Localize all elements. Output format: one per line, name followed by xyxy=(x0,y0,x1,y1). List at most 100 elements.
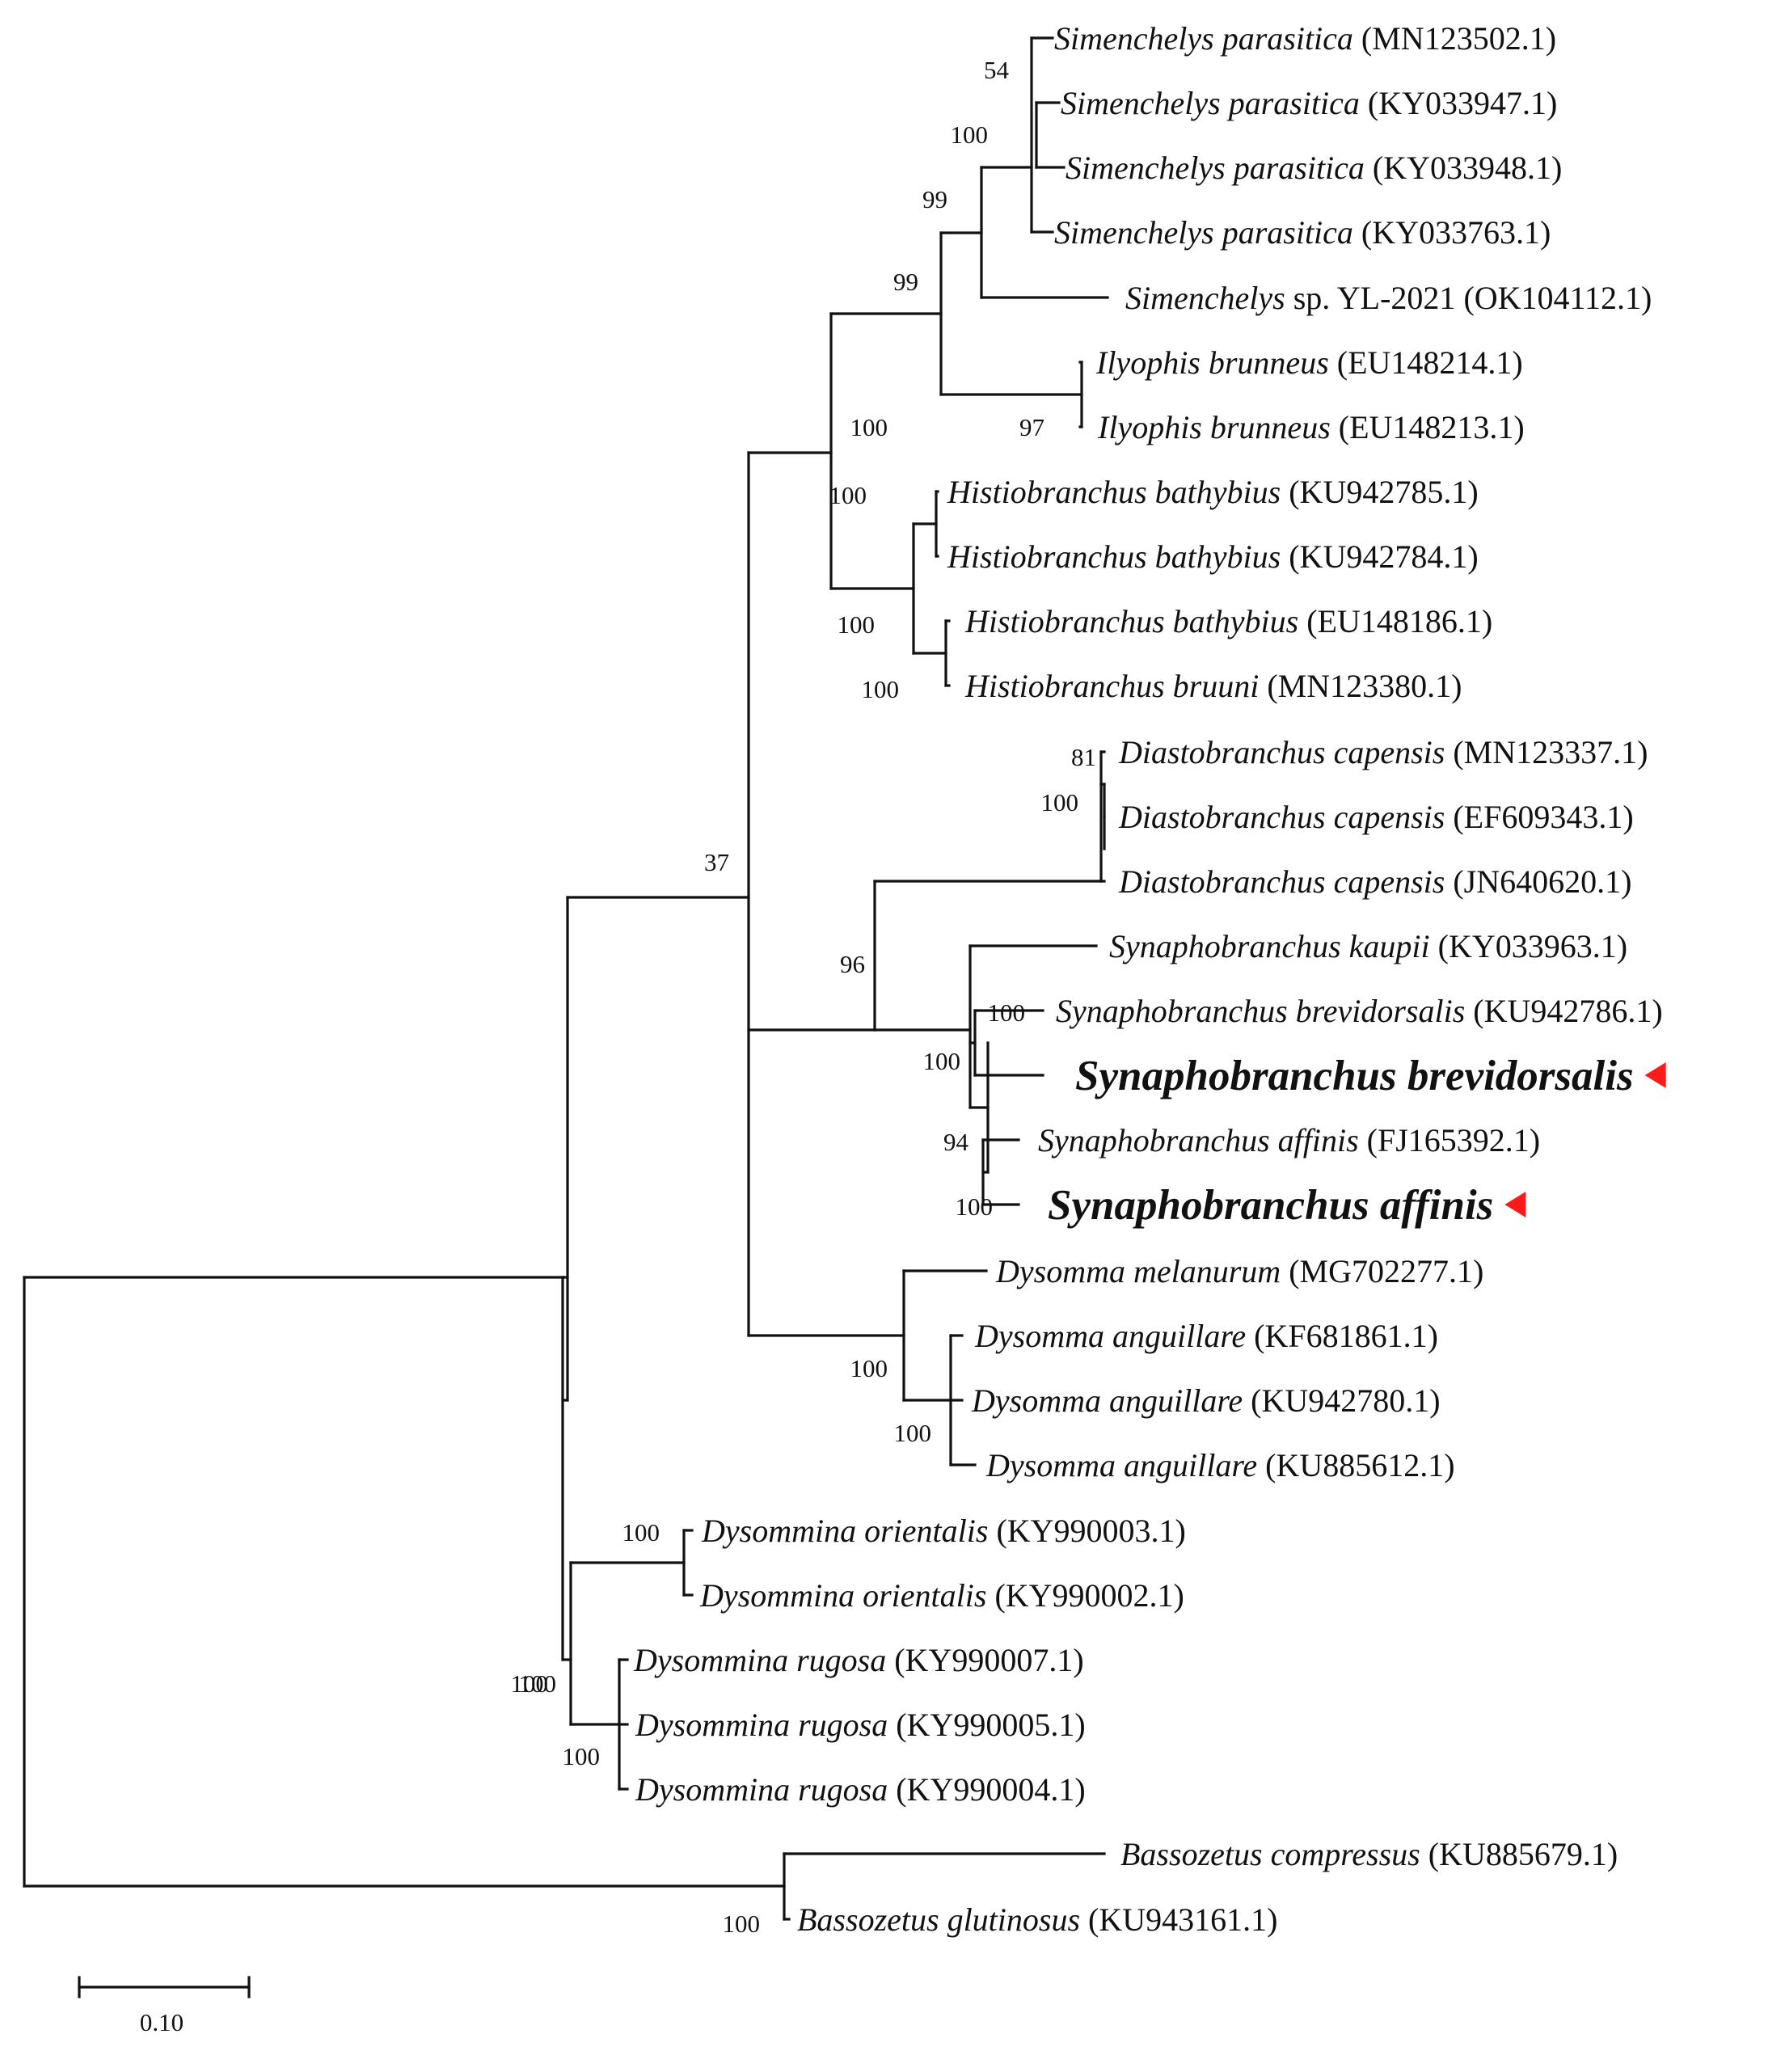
taxon-species-name: Synaphobranchus brevidorsalis xyxy=(1056,993,1465,1029)
bootstrap-value: 96 xyxy=(840,950,865,978)
taxon-accession: (KU885679.1) xyxy=(1420,1836,1618,1872)
bootstrap-value: 100 xyxy=(519,1669,557,1698)
taxon-accession: (KY033963.1) xyxy=(1430,928,1627,964)
taxon-accession: (FJ165392.1) xyxy=(1359,1122,1540,1158)
bootstrap-value: 37 xyxy=(704,848,729,876)
taxon-species-name: Simenchelys xyxy=(1125,280,1285,316)
taxon-species-name: Synaphobranchus affinis xyxy=(1038,1122,1359,1158)
taxon-label: Simenchelys parasitica (KY033763.1) xyxy=(1054,214,1551,251)
taxon-label: Bassozetus glutinosus (KU943161.1) xyxy=(797,1901,1277,1938)
taxon-species-name: Diastobranchus capensis xyxy=(1118,863,1445,900)
taxon-label: Diastobranchus capensis (EF609343.1) xyxy=(1118,799,1634,835)
bootstrap-value: 100 xyxy=(850,413,888,441)
taxon-label-highlighted: Synaphobranchus brevidorsalis xyxy=(1075,1053,1634,1099)
taxon-label: Dysomma melanurum (MG702277.1) xyxy=(995,1253,1483,1289)
taxon-label: Dysomma anguillare (KU885612.1) xyxy=(985,1447,1455,1483)
taxon-accession: (MN123380.1) xyxy=(1259,668,1462,704)
bootstrap-value: 100 xyxy=(951,120,989,149)
bootstrap-value: 54 xyxy=(984,56,1010,84)
tree-branches xyxy=(23,36,1109,1921)
taxon-accession: (KU942780.1) xyxy=(1243,1382,1440,1419)
taxon-species-name: Diastobranchus capensis xyxy=(1118,734,1445,770)
taxon-species-name: Dysommina orientalis xyxy=(701,1513,988,1549)
taxon-label: Histiobranchus bruuni (MN123380.1) xyxy=(964,668,1462,704)
taxon-species-name: Histiobranchus bathybius xyxy=(964,603,1298,639)
taxon-species-name: Dysommina rugosa xyxy=(633,1642,886,1678)
taxon-label: Dysommina rugosa (KY990005.1) xyxy=(635,1707,1086,1743)
taxon-species-name: Dysommina rugosa xyxy=(635,1771,888,1808)
taxon-accession: (KU942785.1) xyxy=(1281,474,1478,510)
taxon-species-name: Histiobranchus bathybius xyxy=(947,474,1281,510)
taxon-species-name: Dysomma anguillare xyxy=(971,1382,1243,1419)
taxon-label: Simenchelys parasitica (KY033947.1) xyxy=(1061,85,1557,121)
bootstrap-value: 99 xyxy=(893,268,918,296)
taxon-label: Bassozetus compressus (KU885679.1) xyxy=(1120,1836,1618,1872)
taxon-label: Simenchelys parasitica (MN123502.1) xyxy=(1054,20,1556,57)
bootstrap-value: 100 xyxy=(838,610,876,639)
taxon-label: Dysomma anguillare (KU942780.1) xyxy=(971,1382,1441,1419)
taxon-label: Ilyophis brunneus (EU148213.1) xyxy=(1097,409,1525,445)
taxon-species-name: Simenchelys parasitica xyxy=(1054,20,1353,57)
taxon-species-name: Dysommina orientalis xyxy=(699,1577,986,1614)
scale-bar-label: 0.10 xyxy=(140,2008,184,2036)
taxon-accession: (KU943161.1) xyxy=(1080,1901,1277,1938)
taxon-label: Simenchelys sp. YL-2021 (OK104112.1) xyxy=(1125,280,1652,316)
taxon-species-name: Histiobranchus bathybius xyxy=(947,538,1281,575)
taxon-species-name: Dysomma anguillare xyxy=(985,1447,1257,1483)
taxon-accession: (KY990002.1) xyxy=(986,1577,1184,1614)
taxon-label: Simenchelys parasitica (KY033948.1) xyxy=(1066,150,1562,186)
taxon-accession: (EU148213.1) xyxy=(1331,409,1525,445)
taxon-accession: (MN123337.1) xyxy=(1445,734,1648,770)
bootstrap-value: 100 xyxy=(563,1742,601,1770)
taxon-accession: (EF609343.1) xyxy=(1445,799,1633,835)
taxon-species-name: Dysommina rugosa xyxy=(635,1707,888,1743)
taxon-label: Synaphobranchus kaupii (KY033963.1) xyxy=(1109,928,1627,964)
taxon-species-name: Histiobranchus bruuni xyxy=(964,668,1259,704)
taxon-label: Diastobranchus capensis (JN640620.1) xyxy=(1118,863,1631,900)
bootstrap-value: 100 xyxy=(1041,788,1079,817)
taxon-label: Dysommina rugosa (KY990004.1) xyxy=(635,1771,1086,1808)
taxon-species-name: Dysomma anguillare xyxy=(974,1318,1246,1354)
taxon-accession: (KY033763.1) xyxy=(1353,214,1551,251)
bootstrap-value: 100 xyxy=(511,1669,549,1698)
taxon-species-name: Diastobranchus capensis xyxy=(1118,799,1445,835)
taxon-label: Diastobranchus capensis (MN123337.1) xyxy=(1118,734,1648,770)
highlight-triangle-icon xyxy=(1644,1062,1666,1088)
taxon-species-name: Synaphobranchus kaupii xyxy=(1109,928,1430,964)
taxon-label: Dysommina rugosa (KY990007.1) xyxy=(633,1642,1084,1678)
taxon-accession: (KU942786.1) xyxy=(1465,993,1662,1029)
bootstrap-value: 94 xyxy=(943,1128,969,1156)
bootstrap-value: 100 xyxy=(850,1354,888,1382)
taxon-label: Dysommina orientalis (KY990002.1) xyxy=(699,1577,1184,1614)
bootstrap-value: 100 xyxy=(894,1419,932,1447)
taxon-label: Histiobranchus bathybius (KU942784.1) xyxy=(947,538,1479,575)
bootstrap-value: 97 xyxy=(1019,413,1044,441)
taxon-label: Synaphobranchus brevidorsalis (KU942786.… xyxy=(1056,993,1663,1029)
taxon-accession: (KU885612.1) xyxy=(1257,1447,1454,1483)
taxon-accession: (JN640620.1) xyxy=(1445,863,1631,900)
taxon-accession: (KY990005.1) xyxy=(888,1707,1085,1743)
taxon-species-name: Synaphobranchus brevidorsalis xyxy=(1075,1053,1634,1099)
taxon-label: Histiobranchus bathybius (EU148186.1) xyxy=(964,603,1492,639)
taxon-species-name: Dysomma melanurum xyxy=(995,1253,1281,1289)
taxon-species-name: Ilyophis brunneus xyxy=(1095,344,1329,381)
taxon-accession: (KU942784.1) xyxy=(1281,538,1478,575)
scale-bar: 0.10 xyxy=(78,1976,251,2036)
bootstrap-value: 100 xyxy=(829,481,867,509)
bootstrap-value: 100 xyxy=(923,1047,961,1075)
taxon-species-name: Bassozetus glutinosus xyxy=(797,1901,1080,1938)
taxon-accession: (KY033947.1) xyxy=(1360,85,1557,121)
taxon-label: Ilyophis brunneus (EU148214.1) xyxy=(1095,344,1523,381)
taxon-species-name: Simenchelys parasitica xyxy=(1061,85,1360,121)
taxon-labels: Simenchelys parasitica (MN123502.1)Simen… xyxy=(633,20,1666,1938)
bootstrap-value: 100 xyxy=(622,1518,660,1547)
taxon-accession: (MG702277.1) xyxy=(1281,1253,1483,1289)
bootstrap-value: 99 xyxy=(922,185,947,213)
taxon-accession: (KY990004.1) xyxy=(888,1771,1085,1808)
bootstrap-value: 100 xyxy=(956,1192,994,1221)
taxon-label: Dysommina orientalis (KY990003.1) xyxy=(701,1513,1186,1549)
taxon-suffix: sp. YL-2021 xyxy=(1285,280,1456,316)
taxon-accession: (KY990007.1) xyxy=(886,1642,1083,1678)
